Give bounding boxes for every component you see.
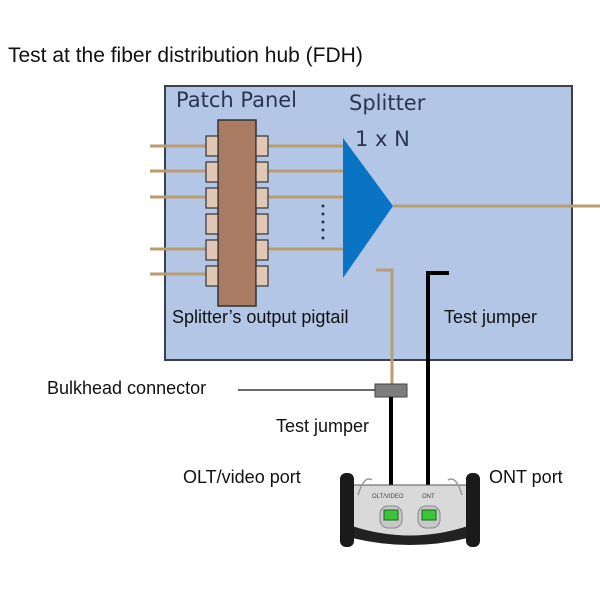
more-fibers-ellipsis	[321, 204, 325, 240]
test-jumper-inside-label: Test jumper	[444, 307, 538, 327]
splitter-label: Splitter	[349, 91, 426, 115]
patch-to-splitter-fibers	[265, 144, 345, 251]
patch-panel	[217, 119, 257, 307]
ont-port-green	[421, 509, 437, 521]
splitter-1xN	[343, 138, 393, 278]
splitter-output-pigtail-label: Splitter’s output pigtail	[172, 307, 349, 327]
splitter-output-pigtail	[376, 268, 394, 384]
page-title: Test at the fiber distribution hub (FDH)	[8, 44, 363, 67]
splitter-ratio-label: 1 x N	[355, 127, 410, 151]
test-device	[340, 473, 480, 547]
test-jumper-ont	[426, 271, 449, 520]
patch-connectors	[205, 135, 269, 287]
input-fibers	[150, 144, 210, 276]
device-olt-port-marking: OLT/VIDEO	[372, 494, 404, 500]
ont-port-label: ONT port	[489, 467, 563, 487]
test-jumper-outside-label: Test jumper	[276, 416, 370, 436]
patch-panel-label: Patch Panel	[176, 88, 298, 112]
bulkhead-connector-label: Bulkhead connector	[47, 378, 207, 398]
bulkhead-connector	[374, 383, 408, 398]
device-ont-port-marking: ONT	[422, 494, 435, 500]
olt-video-port-label: OLT/video port	[183, 467, 301, 487]
olt-port-green	[383, 509, 399, 521]
